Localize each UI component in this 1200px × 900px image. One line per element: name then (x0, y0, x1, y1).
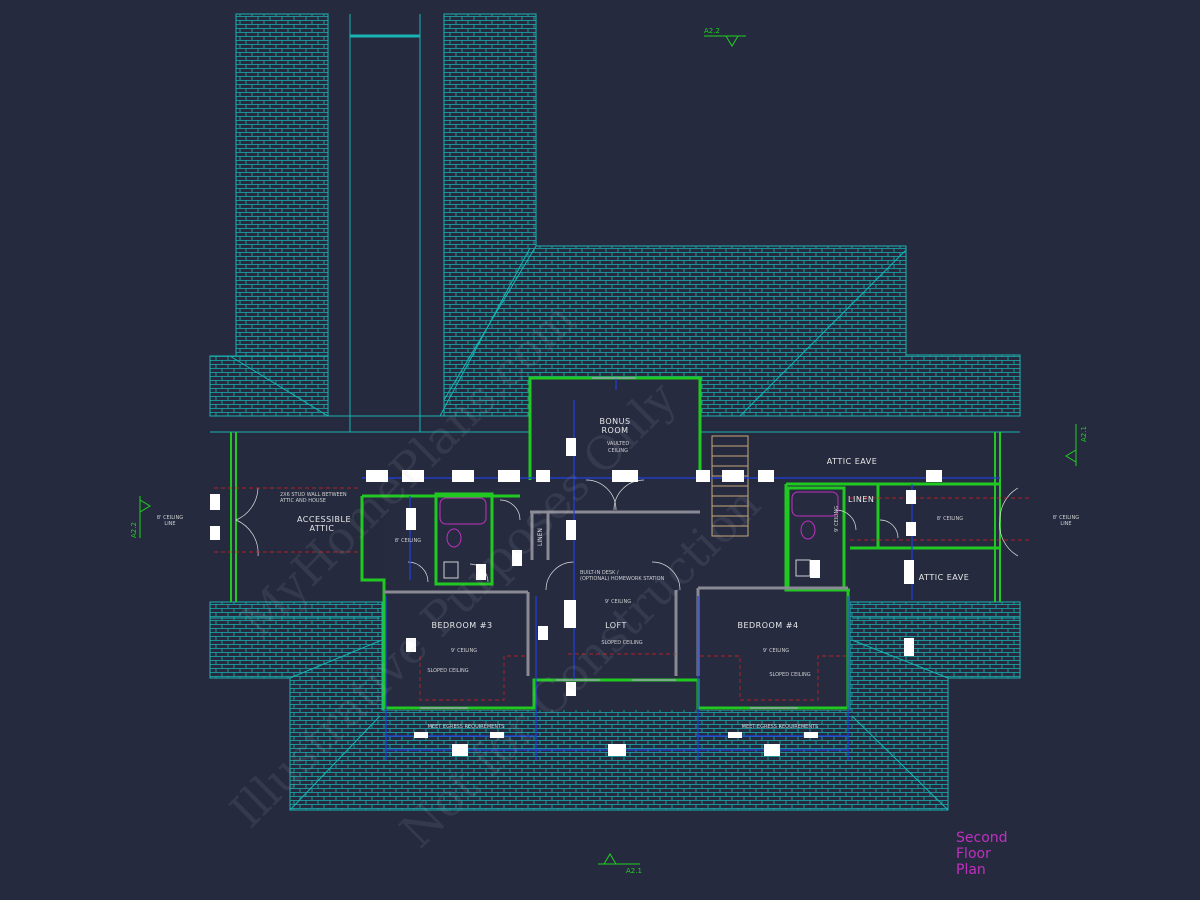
label-bedroom-4: BEDROOM #4 (737, 621, 798, 630)
dimension-tags (210, 438, 942, 756)
label-loft: LOFT (605, 621, 627, 630)
section-marker-bottom: A2.1 (598, 853, 642, 875)
title-line-3: Plan (956, 862, 986, 878)
label-attic-eave-right: ATTIC EAVE (919, 573, 970, 582)
floor-area (384, 378, 850, 710)
note-ceiling-line-left-1: 8' CEILING (157, 515, 183, 521)
label-bonus-note-1: VAULTED (607, 441, 629, 447)
roof-left-wing (209, 355, 329, 417)
label-linen-right: LINEN (848, 495, 874, 504)
label-loft-desk-2: (OPTIONAL) HOMEWORK STATION (580, 576, 665, 582)
label-attic-eave-top: ATTIC EAVE (827, 457, 878, 466)
label-bed4-sloped: SLOPED CEILING (769, 672, 810, 678)
note-ceiling-line-right-2: LINE (1060, 521, 1071, 527)
label-accessible-attic-1: ACCESSIBLE (297, 515, 351, 524)
stairs (711, 435, 749, 537)
note-stud-wall-2: ATTIC AND HOUSE (280, 498, 326, 504)
title-line-2: Floor (956, 846, 991, 862)
roof-areas (209, 13, 1021, 811)
label-linen-left: LINEN (537, 528, 544, 546)
plan-notes: 2X6 STUD WALL BETWEEN ATTIC AND HOUSE 8'… (157, 492, 1079, 730)
note-egress-left: MEET EGRESS REQUIREMENTS (428, 724, 505, 730)
label-loft-sloped: SLOPED CEILING (601, 640, 642, 646)
label-loft-desk-1: BUILT-IN DESK / (580, 570, 619, 576)
label-bonus-room: BONUS (599, 417, 630, 426)
label-bonus-room-2: ROOM (601, 426, 628, 435)
room-labels: BONUS ROOM VAULTED CEILING LOFT 9' CEILI… (297, 417, 969, 678)
note-stud-wall-1: 2X6 STUD WALL BETWEEN (280, 492, 347, 498)
ceiling-lines (214, 487, 1030, 701)
label-bed3-ceiling: 9' CEILING (451, 648, 477, 654)
section-ref-right: A2.1 (1080, 426, 1088, 442)
section-ref-bottom: A2.1 (626, 867, 642, 875)
label-right-9ft: 9' CEILING (834, 506, 840, 532)
label-bed3-sloped: SLOPED CEILING (427, 668, 468, 674)
note-egress-right: MEET EGRESS REQUIREMENTS (742, 724, 819, 730)
section-ref-left: A2.2 (130, 522, 138, 538)
section-ref-top: A2.2 (704, 27, 720, 35)
label-accessible-attic-2: ATTIC (310, 524, 335, 533)
label-bonus-note-2: CEILING (608, 448, 628, 454)
door-swings (235, 479, 1019, 591)
note-ceiling-line-left-2: LINE (164, 521, 175, 527)
note-ceiling-line-right-1: 8' CEILING (1053, 515, 1079, 521)
label-bedroom-3: BEDROOM #3 (431, 621, 492, 630)
label-bath-left-ceiling: 8' CEILING (395, 538, 421, 544)
label-loft-ceiling: 9' CEILING (605, 599, 631, 605)
roof-chimney-left (235, 13, 329, 417)
windows (420, 377, 798, 709)
bath-fixtures (439, 491, 839, 579)
label-bath-right-ceiling: 8' CEILING (937, 516, 963, 522)
drawing-title: Second Floor Plan (956, 830, 1008, 878)
section-marker-top: A2.2 (704, 27, 746, 47)
title-line-1: Second (956, 830, 1008, 846)
label-bed4-ceiling: 9' CEILING (763, 648, 789, 654)
section-marker-right: A2.1 (1065, 424, 1088, 466)
section-markers: A2.2 A2.1 A2.2 A2.1 (130, 27, 1088, 875)
section-marker-left: A2.2 (130, 496, 151, 538)
